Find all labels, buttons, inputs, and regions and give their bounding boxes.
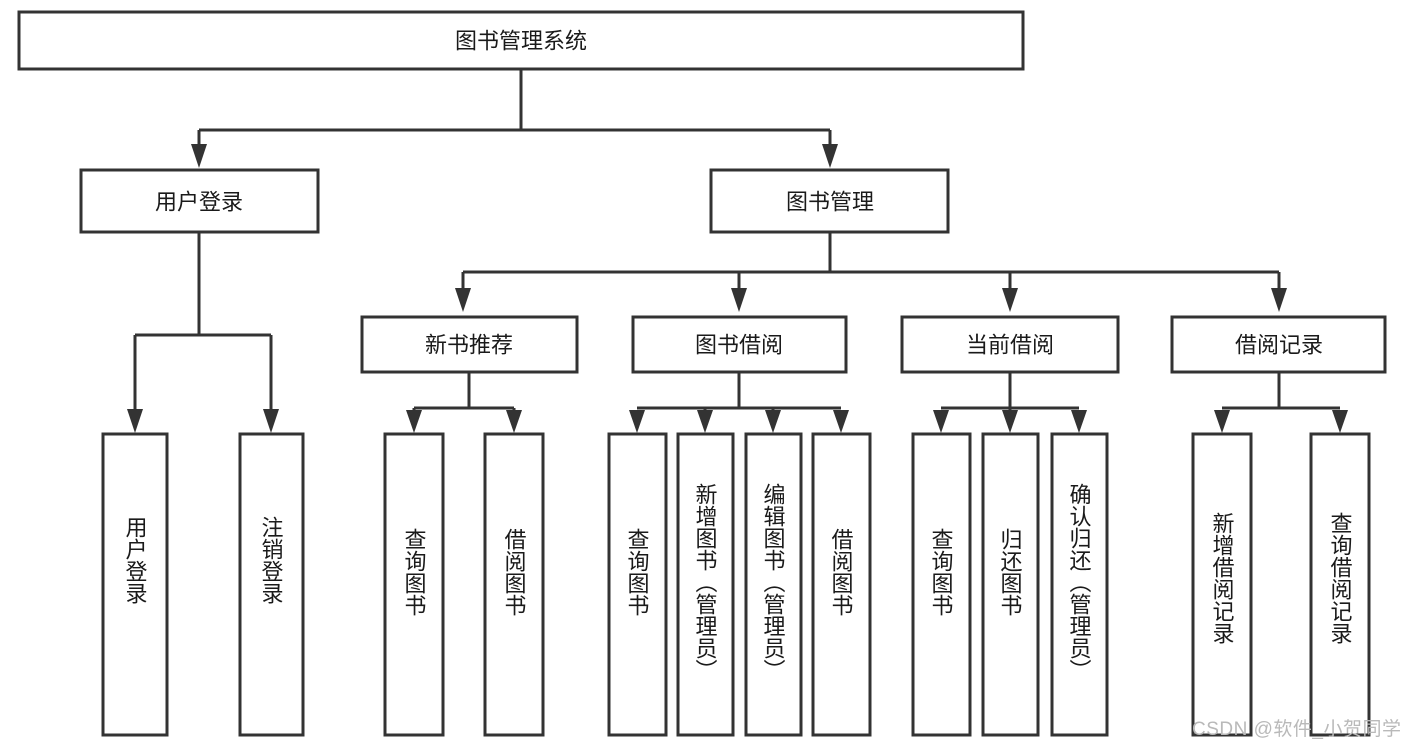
node-leaf-query-book-2[interactable]: 查询图书 xyxy=(607,432,668,737)
node-leaf-user-login-box[interactable] xyxy=(101,432,169,737)
node-leaf-query-book-2-box[interactable] xyxy=(607,432,668,737)
node-current-borrow-label: 当前借阅 xyxy=(966,333,1054,358)
arrow-leaf-borrow-book-1 xyxy=(506,410,522,433)
arrow-user-login xyxy=(191,144,207,168)
node-leaf-add-record-label: 新增借阅记录 xyxy=(1210,512,1235,644)
arrow-leaf-confirm-return xyxy=(1071,410,1087,433)
node-leaf-user-login-label: 用户登录 xyxy=(123,516,148,604)
arrow-leaf-query-record xyxy=(1332,410,1348,433)
node-leaf-query-book-1[interactable]: 查询图书 xyxy=(383,432,445,737)
arrow-current-borrow xyxy=(1002,288,1018,312)
node-leaf-add-book-box[interactable] xyxy=(676,432,735,737)
node-current-borrow-box[interactable] xyxy=(900,315,1120,374)
node-leaf-add-record[interactable]: 新增借阅记录 xyxy=(1191,432,1253,737)
arrow-new-book-recommend xyxy=(455,288,471,312)
arrow-leaf-return-book xyxy=(1002,410,1018,433)
node-leaf-edit-book[interactable]: 编辑图书（管理员） xyxy=(744,432,803,737)
node-leaf-query-book-1-label: 查询图书 xyxy=(402,528,427,616)
node-leaf-borrow-book-2[interactable]: 借阅图书 xyxy=(811,432,872,737)
arrow-leaf-add-record xyxy=(1214,410,1230,433)
arrow-leaf-query-book-2 xyxy=(629,410,645,433)
arrow-leaf-query-book-3 xyxy=(933,410,949,433)
arrow-leaf-query-book-1 xyxy=(406,410,422,433)
arrow-borrow-record xyxy=(1271,288,1287,312)
node-leaf-return-book-box[interactable] xyxy=(981,432,1040,737)
node-root-box[interactable] xyxy=(17,10,1025,71)
node-leaf-add-book[interactable]: 新增图书（管理员） xyxy=(676,432,735,737)
node-leaf-query-record-label: 查询借阅记录 xyxy=(1328,512,1353,644)
node-leaf-query-book-3-box[interactable] xyxy=(911,432,972,737)
node-new-book-recommend-label: 新书推荐 xyxy=(425,333,513,358)
node-new-book-recommend-box[interactable] xyxy=(360,315,579,374)
node-leaf-borrow-book-2-label: 借阅图书 xyxy=(829,528,854,616)
arrow-leaf-logout-login xyxy=(263,409,279,433)
arrow-leaf-add-book xyxy=(697,410,713,433)
node-book-manage[interactable]: 图书管理 xyxy=(709,168,950,234)
node-leaf-borrow-book-1-box[interactable] xyxy=(483,432,545,737)
node-user-login-box[interactable] xyxy=(79,168,320,234)
node-leaf-query-book-3[interactable]: 查询图书 xyxy=(911,432,972,737)
node-leaf-logout-login-label: 注销登录 xyxy=(259,516,284,604)
node-leaf-edit-book-label: 编辑图书（管理员） xyxy=(761,483,786,681)
node-leaf-user-login[interactable]: 用户登录 xyxy=(101,432,169,737)
node-leaf-query-record-box[interactable] xyxy=(1309,432,1371,737)
node-book-borrow[interactable]: 图书借阅 xyxy=(631,315,848,374)
arrow-leaf-edit-book xyxy=(765,410,781,433)
node-leaf-confirm-return[interactable]: 确认归还（管理员） xyxy=(1050,432,1109,737)
node-book-borrow-box[interactable] xyxy=(631,315,848,374)
node-borrow-record[interactable]: 借阅记录 xyxy=(1170,315,1387,374)
node-book-manage-label: 图书管理 xyxy=(786,190,874,215)
node-leaf-return-book[interactable]: 归还图书 xyxy=(981,432,1040,737)
node-leaf-confirm-return-box[interactable] xyxy=(1050,432,1109,737)
node-leaf-query-book-3-label: 查询图书 xyxy=(929,528,954,616)
node-user-login-label: 用户登录 xyxy=(155,190,243,215)
node-leaf-add-record-box[interactable] xyxy=(1191,432,1253,737)
node-leaf-add-book-label: 新增图书（管理员） xyxy=(693,483,718,681)
node-new-book-recommend[interactable]: 新书推荐 xyxy=(360,315,579,374)
arrow-book-borrow xyxy=(731,288,747,312)
node-leaf-confirm-return-label: 确认归还（管理员） xyxy=(1067,483,1092,681)
node-user-login[interactable]: 用户登录 xyxy=(79,168,320,234)
node-leaf-borrow-book-1-label: 借阅图书 xyxy=(502,528,527,616)
node-leaf-borrow-book-1[interactable]: 借阅图书 xyxy=(483,432,545,737)
node-leaf-query-record[interactable]: 查询借阅记录 xyxy=(1309,432,1371,737)
node-leaf-return-book-label: 归还图书 xyxy=(998,528,1023,616)
edge-layer xyxy=(127,69,1348,433)
node-leaf-logout-login-box[interactable] xyxy=(238,432,305,737)
node-leaf-logout-login[interactable]: 注销登录 xyxy=(238,432,305,737)
arrow-leaf-user-login xyxy=(127,409,143,433)
arrow-book-manage xyxy=(822,144,838,168)
node-current-borrow[interactable]: 当前借阅 xyxy=(900,315,1120,374)
node-borrow-record-box[interactable] xyxy=(1170,315,1387,374)
node-leaf-borrow-book-2-box[interactable] xyxy=(811,432,872,737)
node-leaf-edit-book-box[interactable] xyxy=(744,432,803,737)
node-root[interactable]: 图书管理系统 xyxy=(17,10,1025,71)
node-book-manage-box[interactable] xyxy=(709,168,950,234)
node-book-borrow-label: 图书借阅 xyxy=(695,333,783,358)
arrow-leaf-borrow-book-2 xyxy=(833,410,849,433)
node-root-label: 图书管理系统 xyxy=(455,29,587,54)
node-leaf-query-book-1-box[interactable] xyxy=(383,432,445,737)
node-leaf-query-book-2-label: 查询图书 xyxy=(625,528,650,616)
node-borrow-record-label: 借阅记录 xyxy=(1235,333,1323,358)
